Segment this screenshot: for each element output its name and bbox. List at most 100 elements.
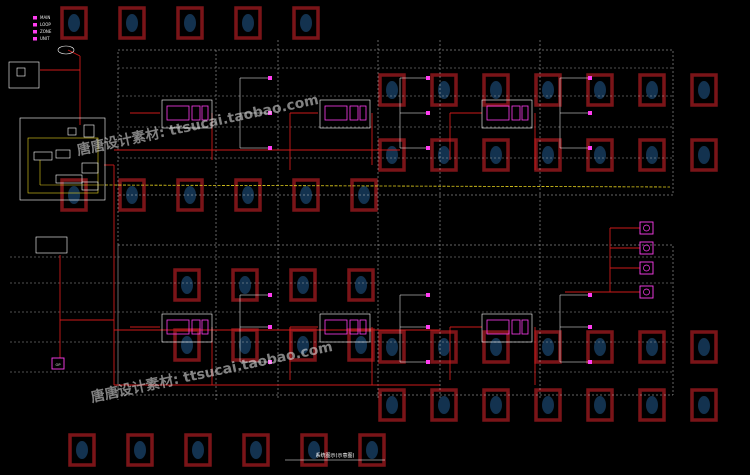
device-outline [639,241,654,255]
tile-mark [76,441,88,459]
tile-mark [594,338,606,356]
legend-item: ZONE [33,29,52,34]
legend-label: ZONE [40,29,52,34]
unit-module [521,319,529,335]
watermark-tile [430,138,458,172]
tile-frame [378,330,406,364]
unit-outline [319,313,371,343]
legend-item: MAIN [33,15,50,20]
tile-mark [698,81,710,99]
unit-module [511,319,521,335]
cabinet-module [55,149,71,159]
legend-label: LOOP [40,22,51,27]
tile-mark [386,338,398,356]
tile-mark [297,276,309,294]
watermark-top: 唐唐设计素材: ttsucai.taobao.com [75,91,320,159]
watermark-tile [300,433,328,467]
unit-outline [481,313,533,343]
unit-module [166,319,190,335]
tile-mark [490,338,502,356]
tile-mark [386,146,398,164]
terminal-marker [588,360,592,364]
lower-left-panel [35,236,68,254]
tile-frame [482,138,510,172]
meter-box-outline [8,61,40,89]
tile-mark [355,336,367,354]
watermark-tile-layer [60,6,718,467]
tile-mark [646,396,658,414]
unit-module [486,319,510,335]
watermark-tile [482,330,510,364]
tile-mark [646,338,658,356]
tile-frame [690,138,718,172]
meter-box-inner [16,67,26,77]
tile-frame [60,6,88,40]
watermark-tile [378,388,406,422]
terminal-marker [426,146,430,150]
branch-group [399,293,430,364]
tile-frame [184,433,212,467]
terminal-marker [426,293,430,297]
tile-mark [192,441,204,459]
legend-swatch [33,23,37,27]
watermark-tile [430,73,458,107]
branch-group [239,293,272,364]
legend-label: MAIN [40,15,50,20]
watermark-tile [586,73,614,107]
controller-units [161,99,533,343]
zone-frame-upper [117,49,674,196]
tile-mark [386,396,398,414]
tile-mark [239,276,251,294]
unit-module [201,319,209,335]
unit-module [324,105,348,121]
tile-mark [698,146,710,164]
device-symbol [643,288,650,296]
branch-group [239,76,272,150]
unit-module [349,319,359,335]
unit-module [201,105,209,121]
supply-source-symbol [57,45,75,55]
tile-mark [181,336,193,354]
device-symbol [643,224,650,232]
cabinet-module [83,124,95,138]
tile-frame [638,73,666,107]
tile-frame [173,268,201,302]
tile-mark [542,146,554,164]
terminal-marker [268,293,272,297]
terminal-marker [588,111,592,115]
controller-unit [481,99,533,129]
watermark-tile [231,268,259,302]
watermark-tile [242,433,270,467]
tile-frame [586,138,614,172]
watermark-tile [126,433,154,467]
tile-mark [698,396,710,414]
watermark-tile [430,330,458,364]
tile-frame [378,388,406,422]
tile-mark [438,81,450,99]
watermark-tile [68,433,96,467]
watermark-tile [638,138,666,172]
device-outline [639,221,654,235]
tile-frame [586,73,614,107]
tile-mark [181,276,193,294]
terminal-marker [588,325,592,329]
tile-mark [542,338,554,356]
tile-frame [638,138,666,172]
unit-module [486,105,510,121]
output-device [639,241,654,255]
controller-unit [481,313,533,343]
tile-frame [358,433,386,467]
tile-frame [300,433,328,467]
tile-mark [542,396,554,414]
watermark-tile [347,328,375,362]
watermark-tile [586,138,614,172]
unit-module [191,105,201,121]
unit-module [511,105,521,121]
tile-mark [126,14,138,32]
unit-module [166,105,190,121]
tile-frame [430,73,458,107]
tile-mark [698,338,710,356]
tile-frame [482,73,510,107]
wire [67,49,81,57]
tile-mark [184,186,196,204]
